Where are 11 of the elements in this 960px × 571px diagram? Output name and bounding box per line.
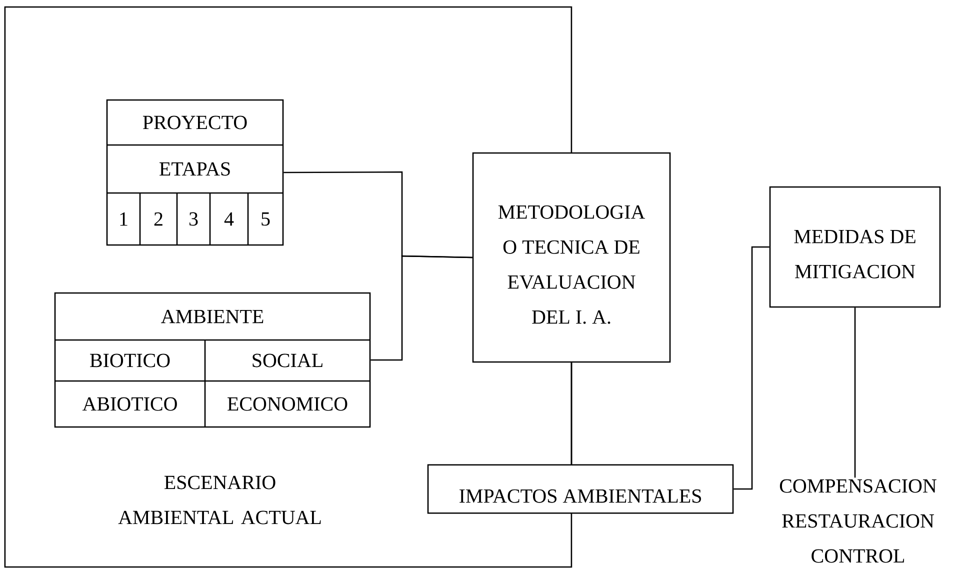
frame-caption: ESCENARIO AMBIENTAL ACTUAL: [118, 476, 321, 524]
mitigation-box: MEDIDAS DE MITIGACION: [769, 186, 941, 308]
connector-line: [570, 362, 572, 464]
project-table: PROYECTO ETAPAS 1 2 3 4 5: [106, 99, 284, 246]
connector-line: [370, 255, 472, 361]
connector-line: [734, 246, 770, 490]
connector-line: [854, 308, 856, 478]
impacts-box: IMPACTOS AMBIENTALES: [427, 464, 734, 514]
environment-table: AMBIENTE BIOTICO SOCIAL ABIOTICO ECONOMICO: [54, 292, 371, 428]
method-box: METODOLOGIA O TECNICA DE EVALUACION DEL I. A.: [472, 152, 671, 363]
measures-text: COMPENSACION RESTAURACION CONTROL: [780, 479, 936, 563]
